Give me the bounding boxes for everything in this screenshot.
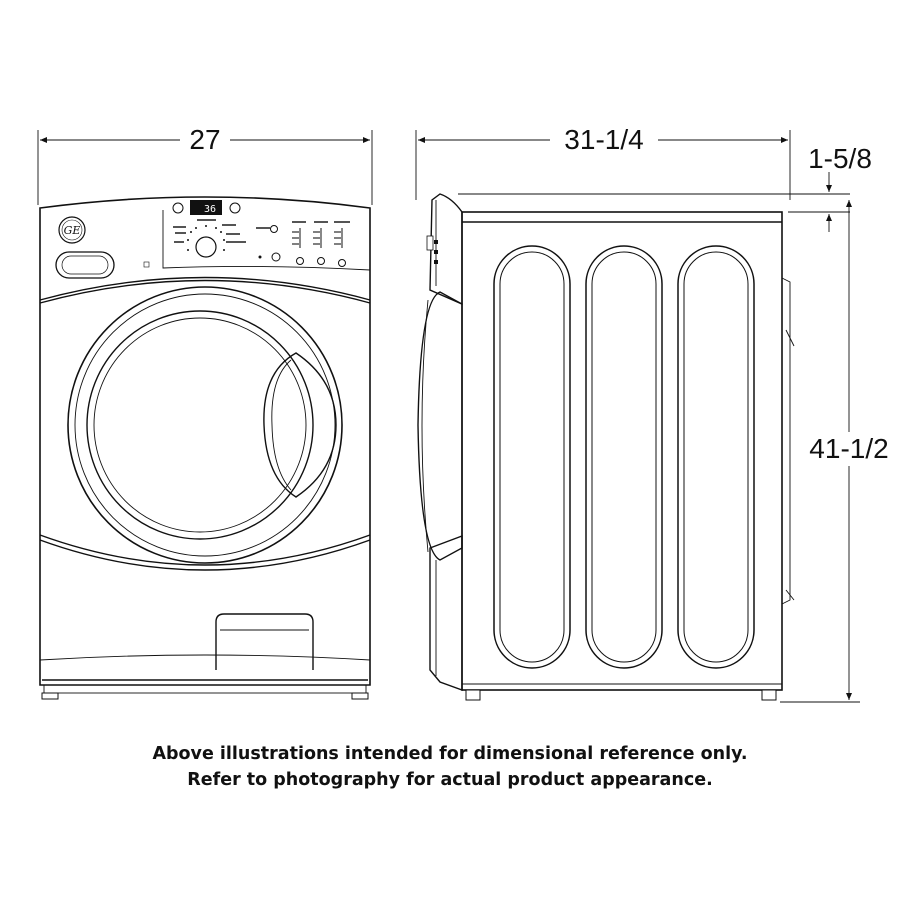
front-foot-left	[41, 692, 59, 700]
ge-logo: GE	[58, 216, 86, 244]
width-dimension: 27	[37, 124, 373, 205]
height-label: 41-1/2	[809, 433, 888, 464]
ge-logo-text: GE	[64, 224, 81, 237]
option-button[interactable]	[270, 225, 278, 233]
side-embossing	[493, 245, 755, 669]
control-panel: GE 36	[39, 200, 371, 304]
option-button-1[interactable]	[296, 257, 304, 265]
depth-dimension: 31-1/4	[415, 124, 791, 200]
front-view: 27 GE	[37, 124, 373, 700]
side-front-panel	[429, 193, 463, 306]
cycle-selector-knob[interactable]	[195, 236, 217, 258]
door-offset-label: 1-5/8	[808, 143, 872, 174]
door-offset-dimension: 1-5/8	[458, 143, 872, 232]
side-foot-front	[465, 689, 481, 701]
front-base	[43, 684, 367, 694]
disclaimer-line-1: Above illustrations intended for dimensi…	[152, 744, 748, 764]
left-top-button[interactable]	[172, 202, 184, 214]
access-panel	[215, 613, 314, 670]
option-controls	[256, 221, 350, 248]
front-door[interactable]	[67, 286, 343, 564]
side-foot-rear	[761, 689, 777, 701]
side-cabinet	[461, 211, 783, 691]
front-foot-right	[351, 692, 369, 700]
width-label: 27	[189, 124, 220, 155]
option-button-2[interactable]	[317, 257, 325, 265]
start-button[interactable]	[271, 252, 281, 262]
option-button-3[interactable]	[338, 259, 346, 267]
depth-label: 31-1/4	[564, 124, 643, 155]
side-door-profile	[417, 291, 463, 561]
height-dimension: 41-1/2	[780, 200, 889, 703]
door-handle[interactable]	[263, 352, 337, 498]
dispenser-drawer-handle[interactable]	[55, 251, 115, 279]
display-readout: 36	[204, 204, 216, 215]
display-window: 36	[190, 200, 222, 215]
disclaimer-line-2: Refer to photography for actual product …	[187, 770, 713, 790]
right-top-button[interactable]	[229, 202, 241, 214]
side-view: 31-1/4 1-5/8 41-1/2	[415, 124, 889, 703]
